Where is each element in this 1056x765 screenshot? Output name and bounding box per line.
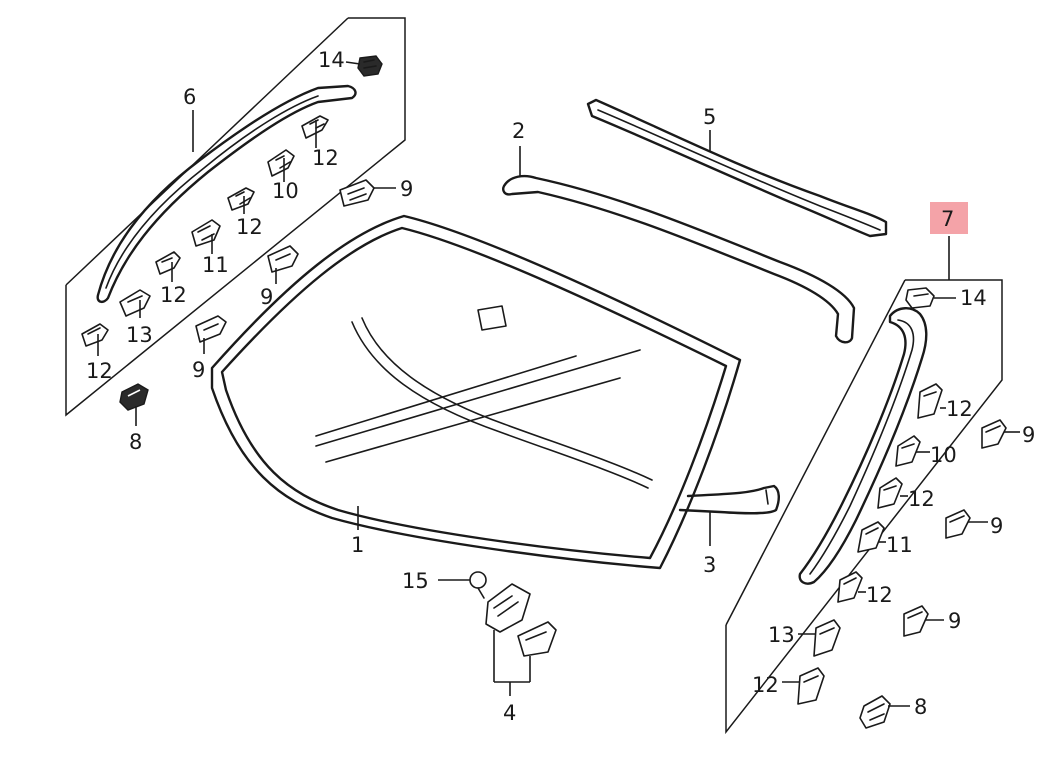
- label-14-right: 14: [960, 286, 987, 310]
- label-7: 7: [941, 207, 954, 231]
- bracket-a[interactable]: [485, 583, 531, 633]
- label-12-left-c: 12: [160, 283, 187, 307]
- label-9-left-a: 9: [400, 177, 413, 201]
- clip-9-left-b[interactable]: [267, 245, 299, 273]
- clip-12-left-d[interactable]: [81, 323, 109, 347]
- label-3: 3: [703, 553, 716, 577]
- leader-4: [493, 630, 531, 696]
- leader-14-left: [345, 61, 361, 65]
- label-9-right-b: 9: [990, 514, 1003, 538]
- clip-11-left[interactable]: [191, 219, 221, 247]
- label-5: 5: [703, 105, 716, 129]
- label-10-left: 10: [272, 179, 299, 203]
- clip-12-left-a[interactable]: [301, 115, 329, 139]
- left-side-molding[interactable]: [96, 84, 357, 303]
- clip-12-right-a[interactable]: [917, 383, 943, 419]
- clip-13-right[interactable]: [813, 619, 841, 657]
- clip-9-right-c[interactable]: [903, 605, 929, 637]
- clip-12-right-d[interactable]: [797, 667, 825, 705]
- label-8-right: 8: [914, 695, 927, 719]
- label-11-right: 11: [886, 533, 913, 557]
- label-11-left: 11: [202, 253, 229, 277]
- label-12-left-a: 12: [312, 146, 339, 170]
- clip-9-left-a[interactable]: [339, 179, 375, 207]
- label-10-right: 10: [930, 443, 957, 467]
- label-14-left: 14: [318, 48, 345, 72]
- label-12-right-b: 12: [908, 487, 935, 511]
- bolt-15[interactable]: [469, 571, 487, 599]
- clip-12-left-c[interactable]: [155, 251, 181, 275]
- label-1: 1: [351, 533, 364, 557]
- clip-9-right-a[interactable]: [981, 419, 1007, 449]
- label-12-right-a: 12: [946, 397, 973, 421]
- clip-14-left[interactable]: [357, 55, 383, 77]
- label-7-highlight[interactable]: 7: [930, 202, 968, 234]
- clip-13-left[interactable]: [119, 289, 151, 317]
- windshield[interactable]: [210, 214, 742, 570]
- clip-12-right-b[interactable]: [877, 477, 903, 509]
- upper-dam-rubber[interactable]: [502, 174, 856, 344]
- clip-9-right-b[interactable]: [945, 509, 971, 539]
- right-group-frame: [725, 279, 1003, 735]
- clip-8-right[interactable]: [859, 695, 891, 729]
- label-9-right-c: 9: [948, 609, 961, 633]
- lower-dam-rubber[interactable]: [678, 484, 780, 515]
- label-2: 2: [512, 119, 525, 143]
- label-13-left: 13: [126, 323, 153, 347]
- label-9-right-a: 9: [1022, 423, 1035, 447]
- label-12-right-c: 12: [866, 583, 893, 607]
- clip-8-left[interactable]: [119, 383, 149, 411]
- label-12-right-d: 12: [752, 673, 779, 697]
- clip-10-right[interactable]: [895, 435, 921, 467]
- left-group-frame: [65, 17, 406, 417]
- clip-12-right-c[interactable]: [837, 571, 863, 603]
- clip-12-left-b[interactable]: [227, 187, 255, 211]
- label-15: 15: [402, 569, 429, 593]
- label-9-left-b: 9: [260, 285, 273, 309]
- label-8-left: 8: [129, 430, 142, 454]
- clip-10-left[interactable]: [267, 149, 295, 177]
- label-4: 4: [503, 701, 516, 725]
- label-12-left-b: 12: [236, 215, 263, 239]
- label-13-right: 13: [768, 623, 795, 647]
- roof-molding[interactable]: [586, 98, 888, 238]
- label-12-left-d: 12: [86, 359, 113, 383]
- label-7-box: [930, 202, 968, 234]
- bracket-b[interactable]: [517, 621, 557, 657]
- clip-9-left-c[interactable]: [195, 315, 227, 343]
- clip-14-right[interactable]: [905, 287, 935, 309]
- label-6: 6: [183, 85, 196, 109]
- right-side-molding[interactable]: [798, 307, 928, 585]
- clip-11-right[interactable]: [857, 521, 885, 553]
- label-9-left-c: 9: [192, 358, 205, 382]
